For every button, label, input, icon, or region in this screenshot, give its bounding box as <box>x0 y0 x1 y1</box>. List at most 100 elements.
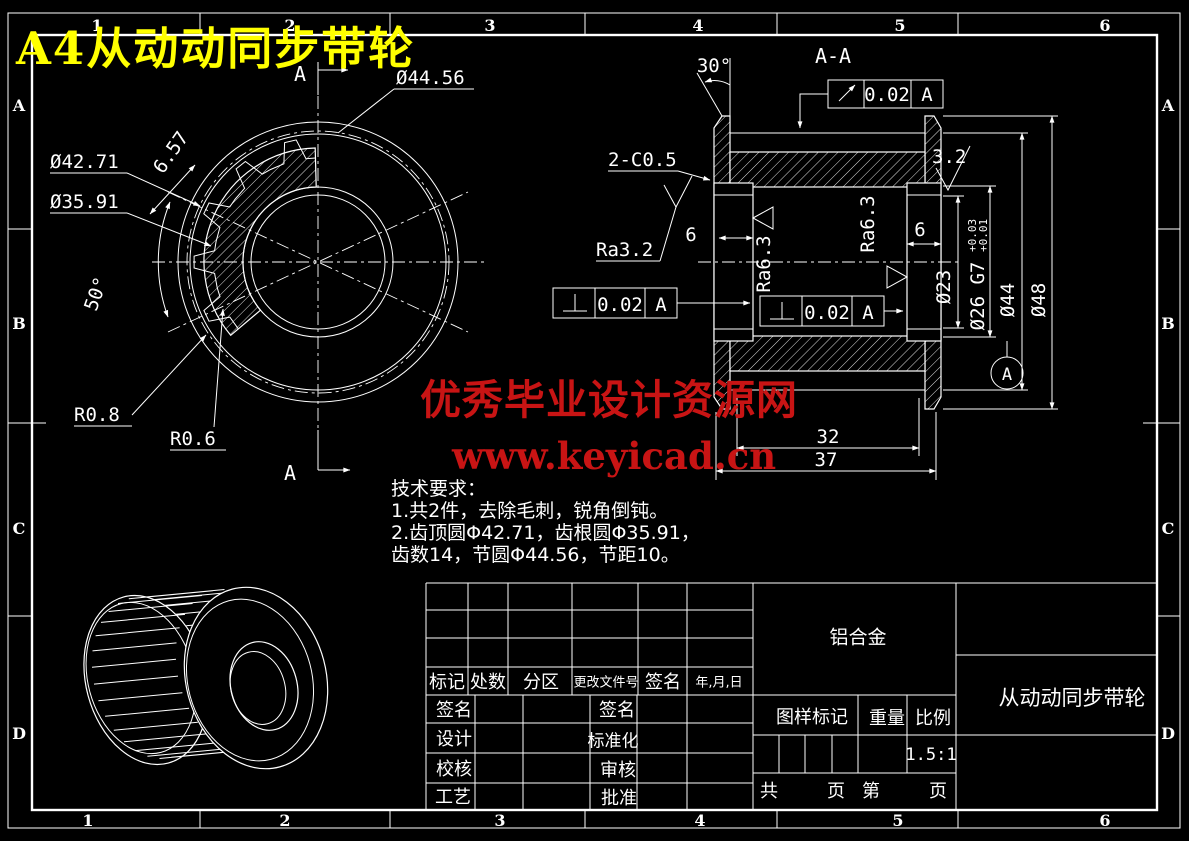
dim-ra-face: Ra3.2 <box>596 239 653 261</box>
dim-dia-26: Ø26 G7 <box>967 262 989 331</box>
section-label: A-A <box>815 44 851 68</box>
tb-material: 铝合金 <box>829 626 887 649</box>
zone-left-a: A <box>12 96 26 115</box>
zone-bottom-1: 1 <box>82 811 93 830</box>
tb-label-weight: 重量 <box>869 708 905 729</box>
tb-label-check: 校核 <box>436 759 472 780</box>
sheet-border: 1 2 3 4 5 6 1 2 3 4 5 6 A B C D A B C D <box>7 12 1181 830</box>
front-view: A A Ø44.56 Ø42.71 Ø35.91 R0.8 R0.6 6.57 … <box>50 62 484 485</box>
tb-label-page2: 页 <box>929 781 947 802</box>
cut-label-bottom: A <box>284 461 296 485</box>
tb-label-design: 设计 <box>436 729 472 750</box>
section-view: 30° 2-C0.5 Ra3.2 3.2 Ra6.3 Ra6.3 <box>552 44 1058 480</box>
perp2-value: 0.02 <box>804 302 850 324</box>
section-cut-marks: A A <box>284 62 351 485</box>
tb-label-page: 页 <box>827 781 845 802</box>
tb-label-date: 年,月,日 <box>695 675 743 691</box>
surface-finish-32: 3.2 <box>932 145 971 192</box>
tb-label-scale: 比例 <box>915 708 951 729</box>
tb-label-mark: 标记 <box>429 672 465 693</box>
perp2-datum: A <box>862 302 874 324</box>
dim-root-diameter: Ø35.91 <box>50 191 119 213</box>
zone-left-d: D <box>12 724 26 743</box>
zone-right-d: D <box>1161 724 1175 743</box>
zone-right-c: C <box>1162 519 1175 538</box>
dim-len-37: 37 <box>815 449 838 471</box>
perp1-datum: A <box>655 294 667 316</box>
tb-label-sign-left: 签名 <box>436 700 472 721</box>
title-block-grid <box>425 582 1157 810</box>
tb-label-standardize: 标准化 <box>587 731 639 752</box>
technical-requirements: 技术要求： 1.共2件，去除毛刺，锐角倒钝。 2.齿顶圆Φ42.71，齿根圆Φ3… <box>391 478 700 566</box>
tech-req-line2: 2.齿顶圆Φ42.71，齿根圆Φ35.91， <box>391 522 700 544</box>
zone-bottom-5: 5 <box>892 811 903 830</box>
watermark-url: www.keyicad.cn <box>452 434 777 478</box>
dim-sector-angle: 50° <box>80 274 112 314</box>
chamfer-note-callout: 2-C0.5 <box>608 149 711 181</box>
dim-dia-44: Ø44 <box>997 283 1019 317</box>
zone-labels: 1 2 3 4 5 6 1 2 3 4 5 6 A B C D A B C D <box>12 16 1175 830</box>
zone-top-5: 5 <box>894 16 905 35</box>
dim-ra-bore-left: Ra6.3 <box>753 235 775 292</box>
tb-label-signature: 签名 <box>645 672 681 693</box>
surface-finish-ra32: Ra3.2 <box>596 175 693 262</box>
tb-label-sign-right: 签名 <box>599 700 635 721</box>
dim-len-32: 32 <box>817 426 840 448</box>
tb-label-total: 共 <box>760 781 778 802</box>
tb-part-name: 从动动同步带轮 <box>998 686 1146 710</box>
runout-datum: A <box>921 84 933 106</box>
dim-pitch-diameter: Ø44.56 <box>396 67 465 89</box>
datum-letter: A <box>1002 365 1012 385</box>
runout-value: 0.02 <box>864 84 910 106</box>
dim-chamfer-angle: 30° <box>697 55 731 77</box>
zone-top-6: 6 <box>1099 16 1110 35</box>
dim-dia-48: Ø48 <box>1028 283 1050 317</box>
dim-dia-26-tol-upper: +0.03 <box>966 219 979 252</box>
zone-top-3: 3 <box>484 16 495 35</box>
zone-top-1: 1 <box>91 16 102 35</box>
dim-ra-bore-right: Ra6.3 <box>857 195 879 252</box>
surface-finish-ra63-right: Ra6.3 <box>857 195 909 289</box>
tech-req-line1: 1.共2件，去除毛刺，锐角倒钝。 <box>391 500 669 522</box>
perpendicular-icon <box>563 294 587 312</box>
tech-req-line3: 齿数14，节圆Φ44.56，节距10。 <box>391 544 680 566</box>
perp1-value: 0.02 <box>597 294 643 316</box>
tech-req-heading: 技术要求： <box>391 478 487 500</box>
chamfer-angle-callout: 30° <box>696 55 731 117</box>
perpendicularity-frame-2: 0.02 A <box>759 295 904 327</box>
dim-dia-26-tol-lower: +0.01 <box>977 219 990 252</box>
dim-chamfer-note: 2-C0.5 <box>608 149 677 171</box>
tb-label-stamp: 图样标记 <box>776 707 848 728</box>
dim-fillet-root: R0.8 <box>74 404 120 426</box>
tb-label-review: 审核 <box>600 760 636 781</box>
iso-teeth-lines <box>91 589 271 759</box>
gear-teeth-profile <box>193 139 316 330</box>
dim-tooth-width: 6.57 <box>149 128 193 178</box>
perpendicularity-frame-1: 0.02 A <box>552 287 751 319</box>
zone-bottom-6: 6 <box>1099 811 1110 830</box>
tb-scale-value: 1.5:1 <box>905 745 957 765</box>
runout-icon <box>838 84 856 102</box>
perpendicular-icon <box>770 302 794 320</box>
isometric-view <box>83 586 329 770</box>
cut-label-top: A <box>294 62 306 86</box>
dim-boss-width-right: 6 <box>914 219 925 241</box>
zone-bottom-2: 2 <box>279 811 290 830</box>
dim-dia-23: Ø23 <box>933 270 955 304</box>
dim-tip-diameter: Ø42.71 <box>50 151 119 173</box>
zone-left-c: C <box>13 519 26 538</box>
tb-label-number: 第 <box>862 781 880 802</box>
watermark-text: 优秀毕业设计资源网 <box>420 376 798 424</box>
surface-finish-ra63-left: Ra6.3 <box>751 206 775 293</box>
runout-tolerance-frame: 0.02 A <box>797 79 944 129</box>
datum-balloon: A <box>990 341 1024 390</box>
tb-label-file-no: 更改文件号 <box>573 675 639 691</box>
zone-bottom-3: 3 <box>494 811 505 830</box>
zone-left-b: B <box>12 314 26 333</box>
zone-top-2: 2 <box>284 16 295 35</box>
zone-right-b: B <box>1161 314 1175 333</box>
dim-boss-width-left: 6 <box>685 224 696 246</box>
zone-right-a: A <box>1161 96 1175 115</box>
